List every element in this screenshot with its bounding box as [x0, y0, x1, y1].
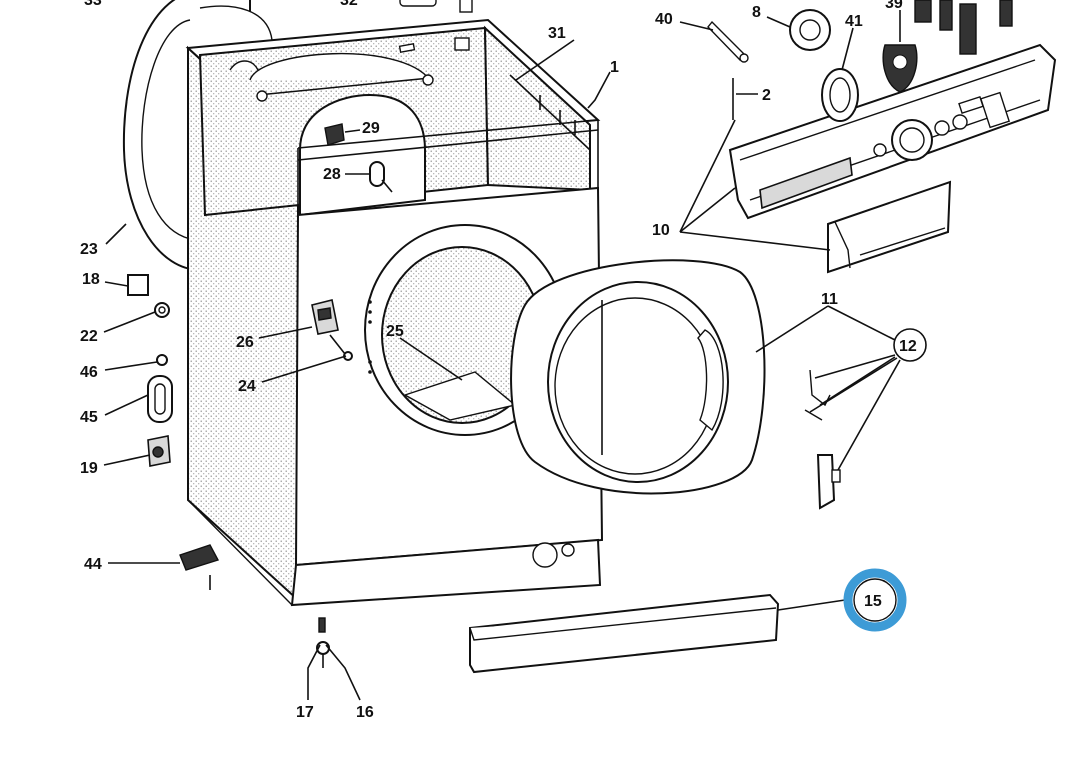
part-44-foot: [179, 544, 220, 590]
part-45-seal: [147, 375, 173, 423]
label-40: 40: [655, 11, 673, 28]
label-16: 16: [356, 704, 374, 721]
label-18: 18: [82, 271, 100, 288]
part-10-control-panel: [728, 43, 1057, 274]
part-28-holder: [369, 161, 393, 193]
label-29: 29: [362, 120, 380, 137]
highlight-ring-part-15: [843, 568, 907, 632]
leader-lines: [103, 10, 901, 701]
label-12: 12: [899, 338, 917, 355]
part-41-ring: [821, 68, 859, 122]
part-26-door-lock: [311, 299, 339, 335]
part-32-hose: [399, 0, 473, 13]
part-labels: 33 32 31 1 40 8 41 39 2 29 28 10 23 18 2…: [80, 0, 917, 721]
label-2: 2: [762, 87, 771, 104]
label-22: 22: [80, 328, 98, 345]
label-39: 39: [885, 0, 903, 12]
part-46-nut: [156, 354, 168, 366]
label-46: 46: [80, 364, 98, 381]
label-32: 32: [340, 0, 358, 9]
part-15-plinth: [469, 593, 780, 674]
part-39-switches: [882, 0, 1013, 93]
label-41: 41: [845, 13, 863, 30]
label-23: 23: [80, 241, 98, 258]
part-12-callout-circle: [893, 328, 927, 362]
part-12-hinge-parts: [804, 369, 841, 510]
label-25: 25: [386, 323, 404, 340]
label-19: 19: [80, 460, 98, 477]
part-31-rear-bracket: [509, 74, 591, 151]
part-18-label: [127, 274, 149, 296]
part-15-callout-circle: [853, 578, 897, 622]
part-17-screw: [318, 617, 326, 633]
label-1: 1: [610, 59, 619, 76]
cabinet-body: [185, 18, 604, 607]
label-31: 31: [548, 25, 566, 42]
label-11: 11: [821, 291, 838, 308]
label-45: 45: [80, 409, 98, 426]
part-11-door: [510, 259, 766, 495]
label-26: 26: [236, 334, 254, 351]
label-8: 8: [752, 4, 761, 21]
part-22-grommet: [154, 302, 170, 318]
part-29-clip: [324, 123, 345, 146]
label-28: 28: [323, 166, 341, 183]
label-44: 44: [84, 556, 102, 573]
label-10: 10: [652, 222, 670, 239]
label-24: 24: [238, 378, 256, 395]
part-8-knob: [789, 9, 831, 51]
label-15: 15: [864, 593, 882, 610]
label-33: 33: [84, 0, 102, 9]
label-17: 17: [296, 704, 314, 721]
part-19-pump-cap: [147, 435, 171, 467]
part-40-pin: [707, 20, 749, 63]
